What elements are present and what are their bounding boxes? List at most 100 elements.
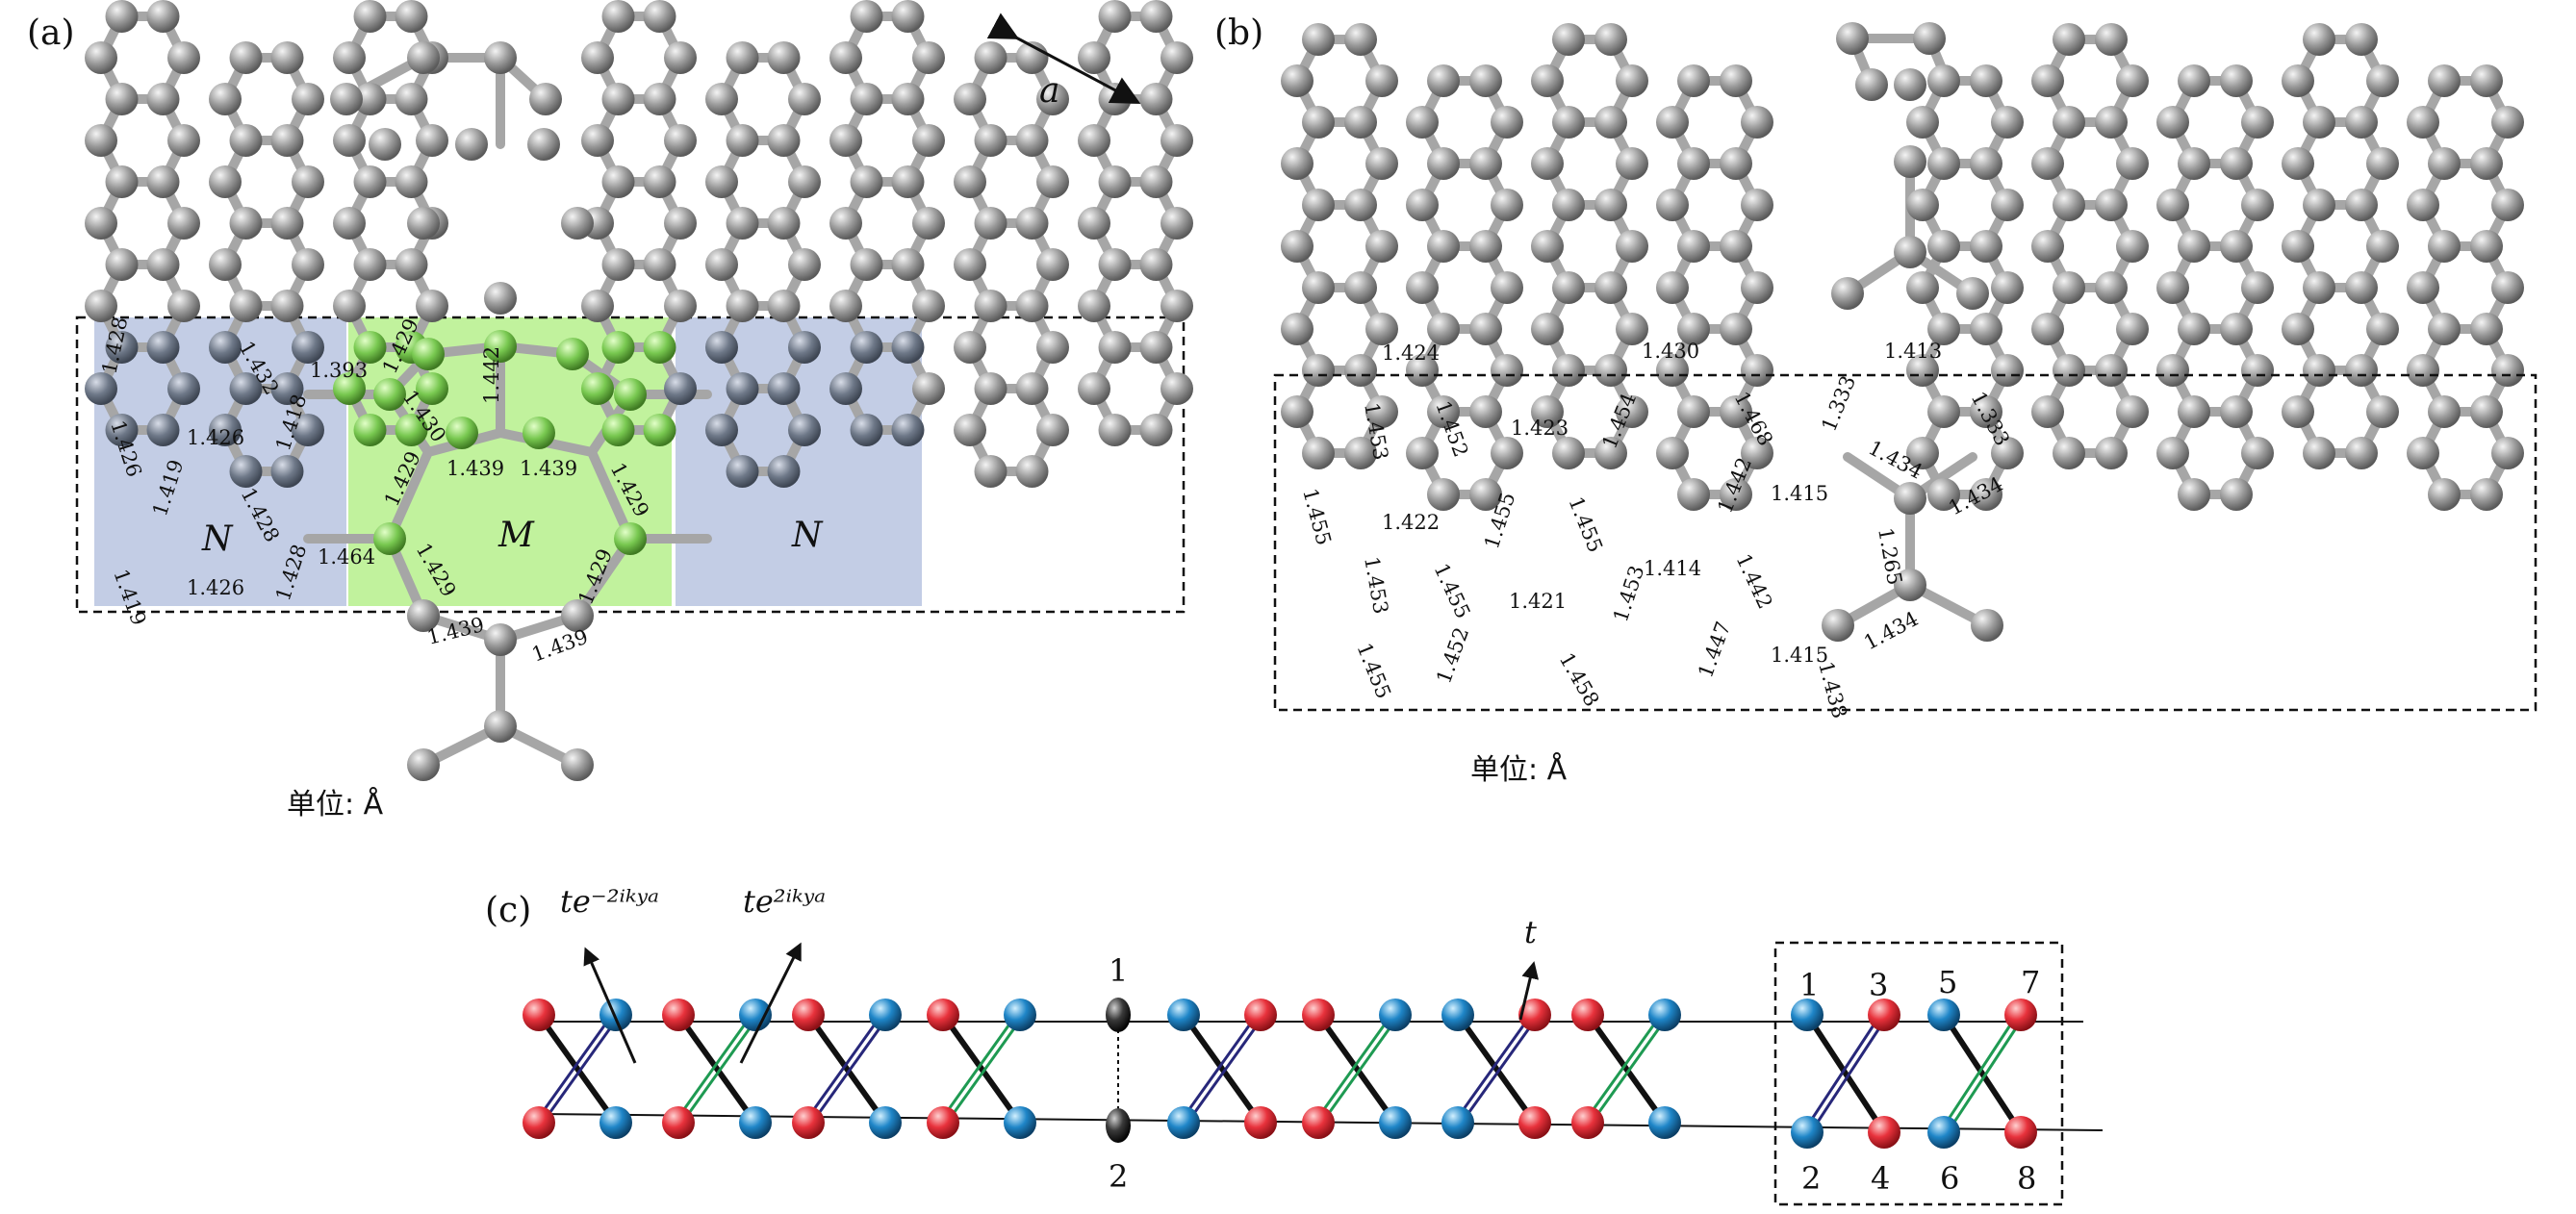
hop-left-label: te⁻²ⁱᵏʸᵃ <box>560 883 659 920</box>
carbon-atom <box>1616 147 1648 180</box>
carbon-atom <box>2116 395 2149 428</box>
carbon-atom <box>146 0 180 33</box>
panel-a-label: (a) <box>27 13 75 53</box>
carbon-atom <box>2220 395 2253 428</box>
carbon-atom <box>1991 271 2024 304</box>
site-atom-blue <box>1379 1106 1412 1139</box>
carbon-atom <box>1552 106 1585 139</box>
carbon-atom <box>2303 106 2335 139</box>
hop-bond-black <box>1455 1013 1538 1125</box>
unit-label-a: 单位: Å <box>287 787 384 822</box>
carbon-atom <box>643 165 676 198</box>
bond-label: 1.442 <box>480 346 503 404</box>
hop-arrow-t <box>1518 961 1539 1021</box>
carbon-atom <box>2156 354 2189 387</box>
bond-label: 1.423 <box>1511 417 1569 440</box>
hop-bond-green <box>1938 1014 2019 1133</box>
carbon-atom <box>2470 395 2503 428</box>
carbon-atom <box>1365 313 1398 345</box>
site-atom-blue <box>1791 999 1824 1031</box>
site-atom-blue <box>869 1106 902 1139</box>
carbon-atom <box>891 414 925 446</box>
carbon-atom <box>726 455 759 488</box>
carbon-atom <box>850 248 883 281</box>
carbon-atom <box>209 83 242 115</box>
carbon-atom <box>974 455 1007 488</box>
carbon-atom <box>1160 290 1193 322</box>
site-atom-red <box>523 1106 555 1139</box>
carbon-atom <box>1720 64 1752 97</box>
carbon-atom <box>1720 147 1752 180</box>
carbon-atom <box>705 414 738 446</box>
carbon-atom <box>167 124 200 157</box>
carbon-atom <box>2053 437 2085 469</box>
carbon-atom <box>1036 331 1069 364</box>
carbon-atom <box>829 41 862 74</box>
carbon-atom <box>767 455 801 488</box>
bond-label: 1.413 <box>1884 340 1942 363</box>
carbon-atom <box>2491 271 2524 304</box>
bond-label: 1.455 <box>1564 493 1607 556</box>
carbon-atom <box>664 207 697 240</box>
cell-site-6: 6 <box>1940 1160 1959 1197</box>
carbon-atom <box>954 414 986 446</box>
carbon-atom <box>2031 64 2064 97</box>
hop-bond-green <box>1313 1014 1393 1124</box>
carbon-atom <box>1656 189 1689 221</box>
hop-bond-green <box>1320 1014 1401 1124</box>
carbon-atom <box>2470 147 2503 180</box>
hop-bond-black <box>536 1013 619 1125</box>
carbon-atom <box>2303 271 2335 304</box>
site-atom-blue <box>1927 1116 1960 1149</box>
carbon-atom <box>1594 437 1627 469</box>
carbon-atom <box>1677 64 1710 97</box>
carbon-atom <box>954 83 986 115</box>
carbon-atom <box>2241 106 2274 139</box>
carbon-atom <box>333 41 366 74</box>
site-atom-red <box>792 1106 825 1139</box>
carbon-atom <box>2345 437 2378 469</box>
carbon-atom <box>2428 478 2461 511</box>
bond-label: 1.434 <box>1945 472 2006 519</box>
carbon-atom <box>105 0 139 33</box>
carbon-atom <box>1927 478 1960 511</box>
carbon-atom <box>1741 106 1773 139</box>
carbon-atom <box>1344 189 1377 221</box>
carbon-atom <box>1427 313 1460 345</box>
carbon-atom <box>1656 354 1689 387</box>
region-n-left-label: N <box>201 519 234 559</box>
carbon-atom <box>1970 395 2002 428</box>
carbon-atom <box>1822 609 1854 642</box>
carbon-atom <box>209 331 242 364</box>
site-atom-blue <box>1004 999 1036 1031</box>
carbon-atom <box>1469 478 1502 511</box>
carbon-atom <box>85 41 117 74</box>
carbon-atom <box>2031 395 2064 428</box>
carbon-atom <box>2220 147 2253 180</box>
carbon-atom <box>2470 64 2503 97</box>
carbon-atom <box>788 165 821 198</box>
carbon-atom <box>416 290 448 322</box>
carbon-atom <box>1991 354 2024 387</box>
carbon-atom <box>1469 147 1502 180</box>
site-atom-blue <box>1004 1106 1036 1139</box>
carbon-atom <box>2470 478 2503 511</box>
carbon-atom <box>416 372 448 405</box>
site-atom-red <box>1302 1106 1335 1139</box>
site-atom-red <box>1302 999 1335 1031</box>
hop-bond-black <box>940 1013 1023 1125</box>
hop-bond-blue <box>1186 1014 1266 1124</box>
carbon-atom <box>2491 106 2524 139</box>
carbon-atom <box>1594 23 1627 56</box>
carbon-atom <box>1656 106 1689 139</box>
hop-bond-black <box>1585 1013 1668 1125</box>
site-atom-red <box>1518 999 1551 1031</box>
carbon-atom <box>446 417 478 449</box>
site-atom-red <box>1868 999 1900 1031</box>
unit-label-b: 单位: Å <box>1470 752 1568 787</box>
carbon-atom <box>1720 395 1752 428</box>
carbon-atom <box>1427 230 1460 263</box>
carbon-atom <box>2156 106 2189 139</box>
cell-site-1: 1 <box>1799 967 1819 1003</box>
carbon-atom <box>1160 372 1193 405</box>
